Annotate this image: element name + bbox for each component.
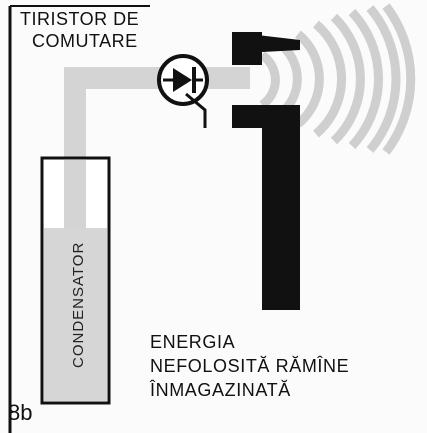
field-arc (277, 40, 302, 118)
field-arc (313, 20, 347, 138)
capacitor-label: CONDENSATOR (70, 241, 87, 368)
capacitor-charge-level (44, 228, 107, 401)
thyristor-symbol (157, 54, 209, 128)
field-arc (259, 51, 280, 109)
energy-label-line3: ÎNMAGAZINATĂ (150, 380, 291, 400)
field-arc (366, 5, 401, 153)
energy-label-line2: NEFOLOSITĂ RĂMÎNE (150, 356, 350, 376)
magnet-pole-upper (232, 32, 300, 65)
energy-label-line1: ENERGIA (150, 332, 236, 352)
thyristor-label-line2: COMUTARE (32, 31, 138, 51)
figure-number: 8b (8, 400, 33, 425)
field-arc (382, 3, 416, 155)
thyristor-triangle (173, 68, 192, 92)
capacitor-lead (64, 160, 86, 228)
field-arc (348, 8, 383, 150)
thyristor-label-line1: TIRISTOR DE (20, 9, 140, 29)
field-arc (330, 13, 365, 145)
thyristor-gate-lead (185, 92, 207, 128)
field-arcs (259, 3, 416, 155)
magnet-core (232, 105, 300, 310)
field-arc (295, 30, 324, 128)
